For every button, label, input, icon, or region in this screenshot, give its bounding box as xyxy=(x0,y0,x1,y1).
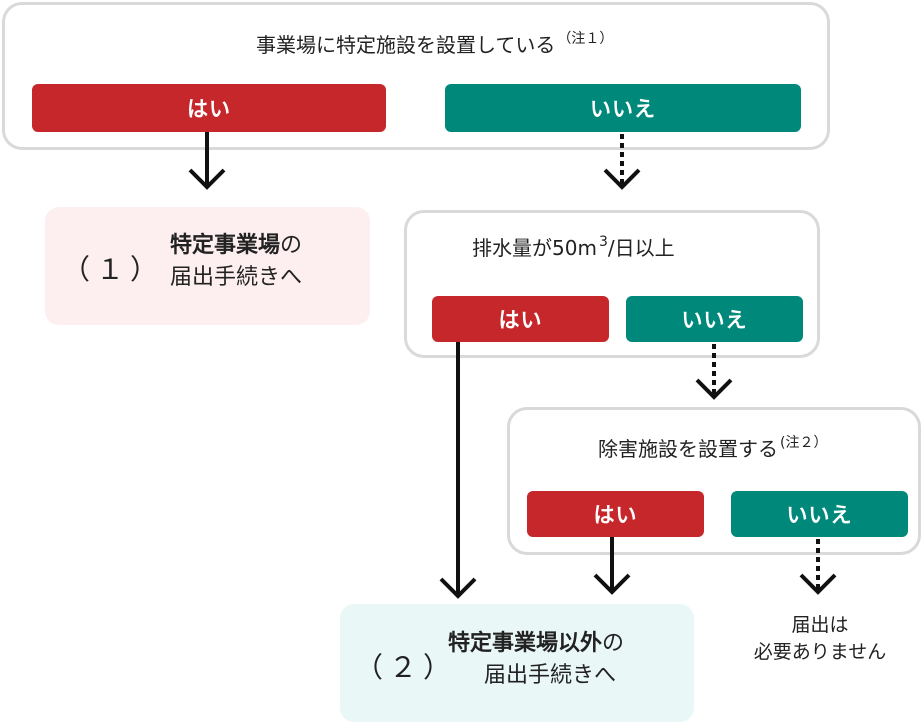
result-2-bold: 特定事業場以外 xyxy=(448,631,603,656)
question-1-note: （注１） xyxy=(557,31,614,47)
arrow-q3-yes xyxy=(593,537,631,595)
arrow-q2-yes xyxy=(439,342,477,599)
question-2-label-pre: 排水量が50m xyxy=(472,236,597,260)
question-2-yes-button[interactable]: はい xyxy=(432,296,609,342)
question-2-no-button[interactable]: いいえ xyxy=(626,296,803,342)
no-filing-text: 届出は 必要ありません xyxy=(745,612,895,666)
question-1-no-button[interactable]: いいえ xyxy=(445,84,801,132)
result-1-particle: の xyxy=(280,233,303,258)
result-2-line2: 届出手続きへ xyxy=(484,663,617,688)
result-1-box xyxy=(45,207,370,325)
arrow-q2-no xyxy=(695,344,733,400)
question-2-sup: 3 xyxy=(598,234,608,250)
arrow-q1-yes xyxy=(188,132,226,190)
question-3-note: (注２） xyxy=(780,435,828,451)
question-3-no-button[interactable]: いいえ xyxy=(731,491,908,537)
question-2-label-post: /日以上 xyxy=(607,236,675,260)
question-1-label: 事業場に特定施設を設置している xyxy=(256,33,556,57)
question-1-yes-button[interactable]: はい xyxy=(32,84,386,132)
no-filing-line1: 届出は xyxy=(791,614,849,636)
result-2-particle: の xyxy=(602,631,625,656)
arrow-q3-no xyxy=(799,539,837,595)
question-3-yes-button[interactable]: はい xyxy=(527,491,704,537)
result-1-bold: 特定事業場 xyxy=(170,233,281,258)
question-3-text: 除害施設を設置する(注２） xyxy=(598,432,827,462)
result-2-number: （２） xyxy=(355,651,458,684)
result-1-text: 特定事業場の 届出手続きへ xyxy=(170,230,302,294)
result-1-line2: 届出手続きへ xyxy=(170,265,303,290)
result-2-text: 特定事業場以外の 届出手続きへ xyxy=(448,628,624,692)
no-filing-line2: 必要ありません xyxy=(753,641,887,663)
question-3-label: 除害施設を設置する xyxy=(598,437,778,461)
arrow-q1-no xyxy=(603,134,641,190)
question-1-text: 事業場に特定施設を設置している（注１） xyxy=(256,28,613,58)
result-2-box xyxy=(340,604,694,722)
result-1-number: （１） xyxy=(62,253,165,286)
